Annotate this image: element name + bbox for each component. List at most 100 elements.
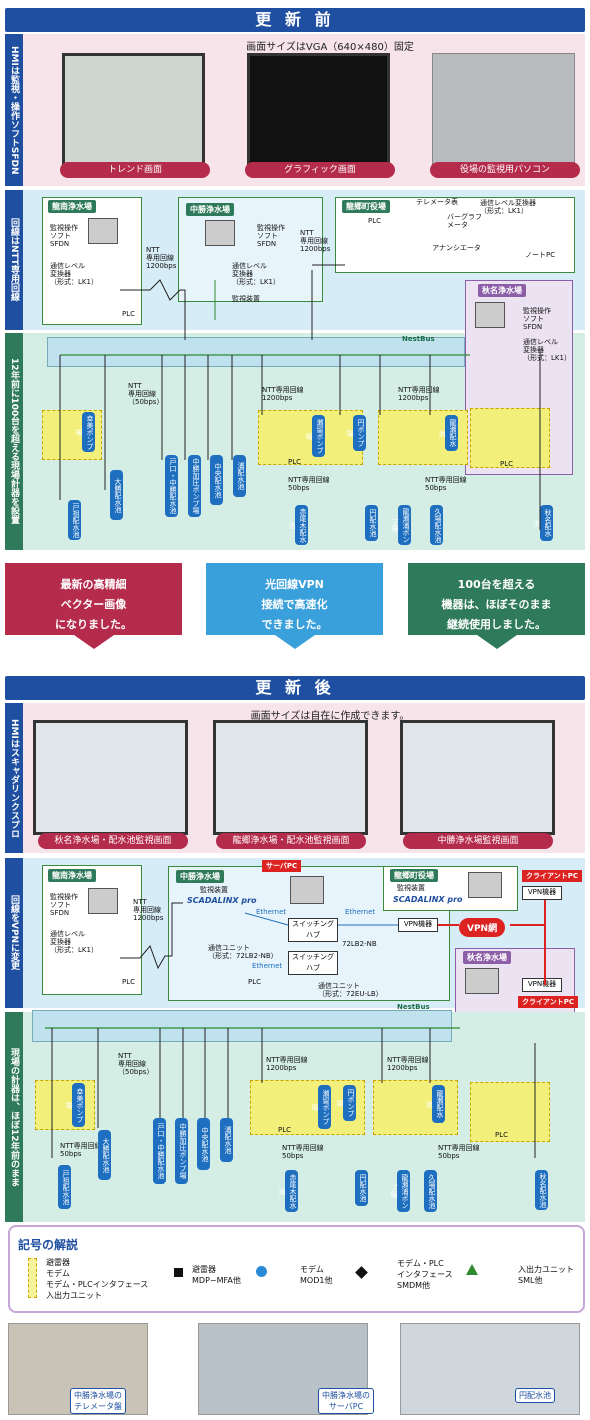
after-tank-6: 瀬留ポンプ場: [311, 1085, 331, 1129]
after-field-plc-a: PLC: [278, 1126, 292, 1134]
after-field-ntt-1200a: NTT専用回線 1200bps: [266, 1056, 308, 1073]
akina-converter: 通信レベル 変換器 （形式：LK1）: [523, 338, 571, 363]
office-pc-caption: 役場の監視用パソコン: [430, 162, 580, 178]
legend-panel: [8, 1225, 585, 1313]
yakuba-monitor-after: 監視装置: [397, 884, 425, 892]
yakuba-plc: PLC: [368, 217, 382, 225]
after-field-ntt-1200b: NTT専用回線 1200bps: [387, 1056, 429, 1073]
ryunan-title-after: 龍南浄水場: [48, 869, 96, 882]
after-field-ntt-50bps: NTT 専用回線 （50bps）: [118, 1052, 154, 1077]
after-tank-2: 戸口・中勝配水池: [153, 1118, 166, 1184]
after-tank-10: 赤尾木配水池: [278, 1170, 298, 1212]
before-field-ntt-1200b: NTT専用回線 1200bps: [398, 386, 440, 403]
before-tank-0: 幸美ポンプ場: [75, 412, 95, 452]
ethernet-label-2: Ethernet: [345, 908, 376, 916]
before-banner: 更 新 前: [5, 8, 585, 32]
legend-left-modem: モデム: [46, 1269, 70, 1278]
after-field-box-1: [35, 1080, 95, 1130]
yakuba-telemeter: テレメータ表: [416, 198, 458, 206]
before-tank-13: 久場配水池: [430, 505, 443, 545]
comm-unit-2: 通信ユニット （形式：72EU-LB）: [318, 982, 383, 999]
benefit-vector-image: 最新の高精細 ベクター画像 になりました。: [5, 563, 182, 649]
before-field-box-2: [258, 410, 363, 465]
before-field-box-4: [470, 408, 550, 468]
before-tank-7: 円ポンプ場: [346, 415, 366, 451]
yakuba-converter: 通信レベル変換器 （形式：LK1）: [480, 199, 536, 216]
ryunan-software: 監視操作 ソフト SFDN: [50, 224, 78, 249]
after-field-side-label: 現場の計器は、ほぼ12年前のまま: [5, 1012, 23, 1222]
tank-caption: 円配水池: [515, 1388, 555, 1403]
nakakachi-screen-caption: 中勝浄水場監視画面: [403, 833, 553, 849]
before-field-ntt-50-d: NTT専用回線 50bps: [425, 476, 467, 493]
ryunan-converter: 通信レベル 変換器 （形式：LK1）: [50, 262, 98, 287]
legend-triangle-icon: [466, 1264, 478, 1275]
ethernet-label-1: Ethernet: [256, 908, 287, 916]
before-tank-14: 秋名配水池: [533, 505, 553, 541]
ntt-line-after: NTT 専用回線 1200bps: [133, 898, 164, 923]
ryunan-plc: PLC: [122, 310, 136, 318]
before-field-plc-a: PLC: [288, 458, 302, 466]
ryunan-converter-after: 通信レベル 変換器 （形式：LK1）: [50, 930, 98, 955]
before-nestbus-band: [47, 337, 465, 367]
after-hmi-side-label: HMIはスキャダリンクスプロ: [5, 703, 23, 853]
before-screen-note: 画面サイズはVGA（640×480）固定: [246, 42, 414, 53]
before-hmi-side-label: HMIは監視・操作ソフトSFDN: [5, 34, 23, 186]
after-field-ntt-50-a: NTT専用回線 50bps: [60, 1142, 102, 1159]
ryunan-pc-icon: [88, 218, 118, 244]
before-tank-8: 龍瀬配水池: [438, 415, 458, 451]
benefit-vpn: 光回線VPN 接続で高速化 できました。: [206, 563, 383, 649]
legend-io: 入出力ユニット SML他: [518, 1265, 574, 1285]
switching-hub-2: スイッチング ハブ: [288, 951, 338, 975]
after-tank-12: 龍瀬浦ポンプ場: [390, 1170, 410, 1212]
benefit-reuse: 100台を超える 機器は、ほぼそのまま 継続使用しました。: [408, 563, 585, 649]
legend-square-icon: [174, 1268, 183, 1277]
after-network-lines: [45, 900, 546, 1158]
after-tank-7: 円ポンプ場: [336, 1085, 356, 1121]
after-banner: 更 新 後: [5, 676, 585, 700]
benefit-reuse-text: 100台を超える 機器は、ほぼそのまま 継続使用しました。: [441, 578, 552, 631]
graphic-caption: グラフィック画面: [245, 162, 395, 178]
after-nestbus-label: NestBus: [397, 1003, 430, 1011]
nakakachi-screen-shot: [400, 720, 555, 835]
before-tank-4: 中央配水池: [210, 455, 223, 505]
after-field-ntt-50-c: NTT専用回線 50bps: [282, 1144, 324, 1161]
yakuba-pc-icon: [468, 872, 502, 898]
akina-title: 秋名浄水場: [478, 284, 526, 297]
trend-screenshot: [62, 53, 205, 167]
after-tank-1: 大勝配水池: [98, 1130, 111, 1180]
legend-modem: モデム MOD1他: [300, 1265, 333, 1285]
client-pc-tag-1: クライアントPC: [522, 870, 582, 882]
after-tank-11: 円配水池: [355, 1170, 368, 1206]
switching-hub-1-label: スイッチング ハブ: [292, 920, 334, 939]
yakuba-title-after: 龍郷町役場: [390, 869, 438, 882]
before-line-side-label: 回線はNTT専用回線: [5, 190, 23, 330]
akina-pc-icon: [475, 302, 505, 328]
after-tank-5: 浦配水池: [220, 1118, 233, 1162]
nakakachi-pc-icon: [205, 220, 235, 246]
nakakachi-station-before: [178, 197, 323, 302]
before-tank-10: 赤尾木配水池: [288, 505, 308, 545]
yakuba-title: 龍郷町役場: [342, 200, 390, 213]
client-pc-tag-2: クライアントPC: [518, 996, 578, 1008]
before-field-side-label: 12年前に100台を超える現場計器を設置: [5, 333, 23, 550]
vpn-device-akina-label: VPN機器: [527, 980, 557, 988]
vpn-network: VPN網: [459, 918, 506, 937]
nakakachi-software: 監視操作 ソフト SFDN: [257, 224, 285, 249]
before-field-ntt-50-c: NTT専用回線 50bps: [288, 476, 330, 493]
ryunan-pc-icon-after: [88, 888, 118, 914]
lb2nb-label: 72LB2-NB: [342, 940, 377, 948]
after-screen-note: 画面サイズは自在に作成できます。: [250, 711, 410, 722]
legend-circle-icon: [256, 1266, 267, 1277]
legend-title: 記号の解説: [18, 1238, 79, 1252]
before-field-ntt-1200a: NTT専用回線 1200bps: [262, 386, 304, 403]
ryunan-plc-after: PLC: [122, 978, 136, 986]
graphic-screenshot: [247, 53, 390, 167]
server-pc-tag: サーバPC: [262, 860, 302, 872]
nakakachi-monitor: 監視装置: [232, 295, 260, 303]
akina-title-after: 秋名浄水場: [463, 951, 511, 964]
ethernet-label-3: Ethernet: [252, 962, 283, 970]
before-tank-5: 浦配水池: [233, 455, 246, 497]
before-field-plc-b: PLC: [500, 460, 514, 468]
after-field-box-4: [470, 1082, 550, 1142]
legend-left-io: 入出力ユニット: [46, 1291, 102, 1300]
